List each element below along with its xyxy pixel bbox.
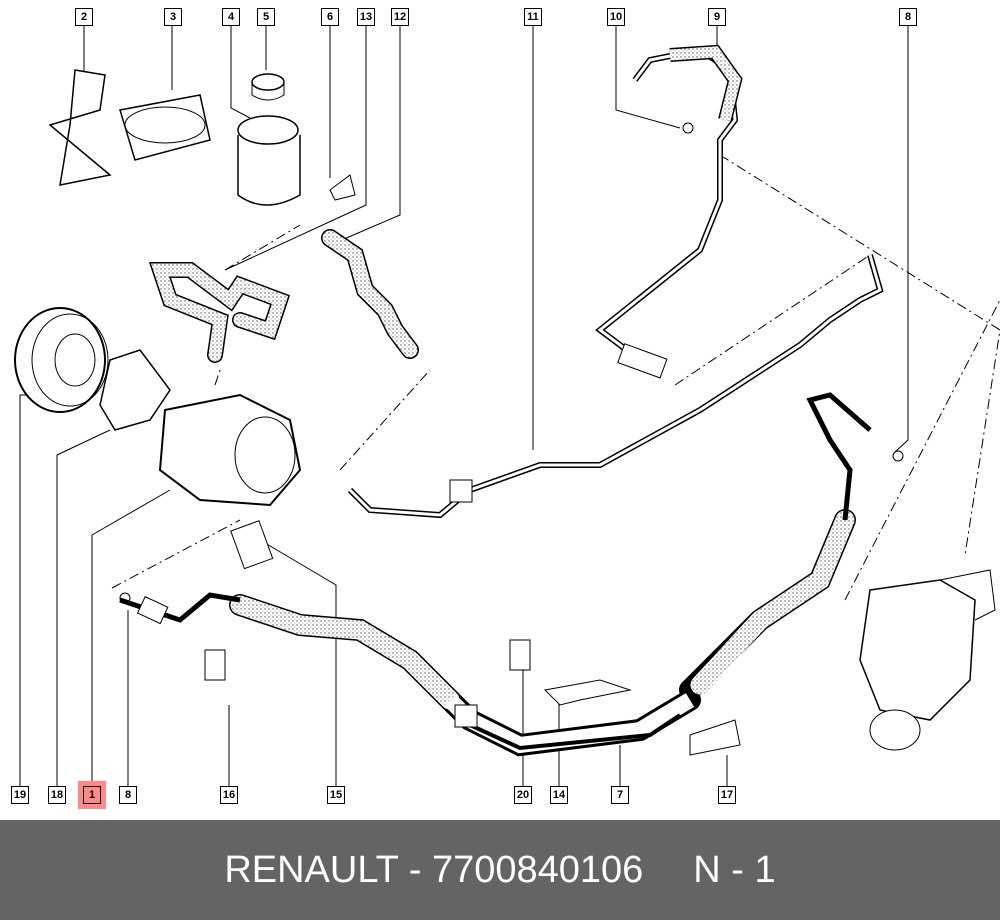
callout-13[interactable]: 13 [357, 8, 375, 26]
callout-10[interactable]: 10 [607, 8, 625, 26]
callout-11[interactable]: 11 [524, 8, 542, 26]
callout-6[interactable]: 6 [321, 8, 339, 26]
callout-4[interactable]: 4 [222, 8, 240, 26]
quantity-label: N - 1 [693, 848, 776, 891]
callout-8-bottom[interactable]: 8 [119, 786, 137, 804]
callout-14[interactable]: 14 [550, 786, 568, 804]
callout-16[interactable]: 16 [220, 786, 238, 804]
callout-2[interactable]: 2 [75, 8, 93, 26]
callout-17[interactable]: 17 [718, 786, 736, 804]
callout-15[interactable]: 15 [327, 786, 345, 804]
callout-12[interactable]: 12 [391, 8, 409, 26]
part-label: RENAULT - 7700840106 [224, 848, 644, 891]
part-number-footer: RENAULT - 7700840106 N - 1 [0, 820, 1000, 920]
callout-3[interactable]: 3 [164, 8, 182, 26]
callout-5[interactable]: 5 [257, 8, 275, 26]
callout-19[interactable]: 19 [11, 786, 29, 804]
callout-20[interactable]: 20 [514, 786, 532, 804]
callout-1-highlighted[interactable]: 1 [78, 781, 106, 809]
callout-18[interactable]: 18 [48, 786, 66, 804]
callout-7[interactable]: 7 [611, 786, 629, 804]
power-steering-exploded-diagram [14, 25, 1000, 787]
callout-8-top[interactable]: 8 [899, 8, 917, 26]
callout-9[interactable]: 9 [708, 8, 726, 26]
